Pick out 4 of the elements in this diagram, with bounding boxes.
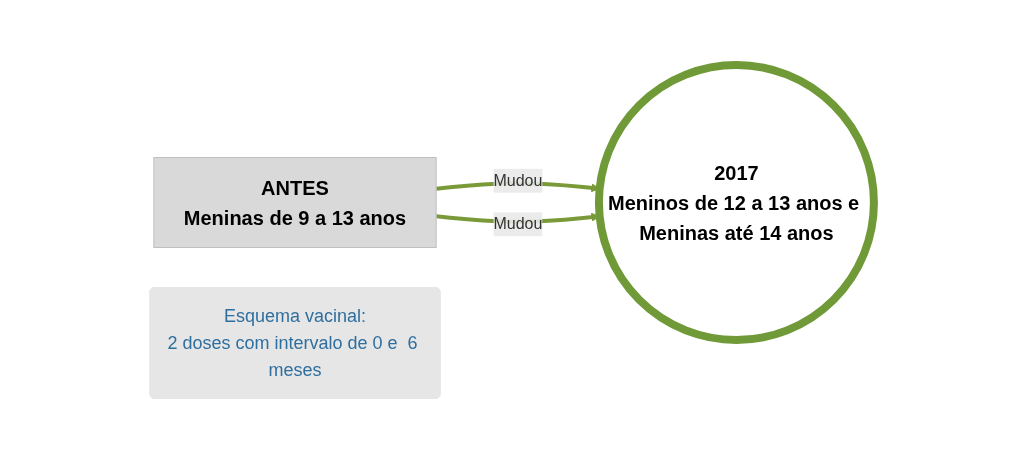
edge-label: Mudou <box>493 215 543 233</box>
edge-label: Mudou <box>493 171 543 189</box>
node-box: ANTES Meninas de 9 a 13 anos <box>153 157 437 249</box>
node-circle: 2017 Meninos de 12 a 13 anos e Meninas até 14 anos <box>594 61 878 345</box>
